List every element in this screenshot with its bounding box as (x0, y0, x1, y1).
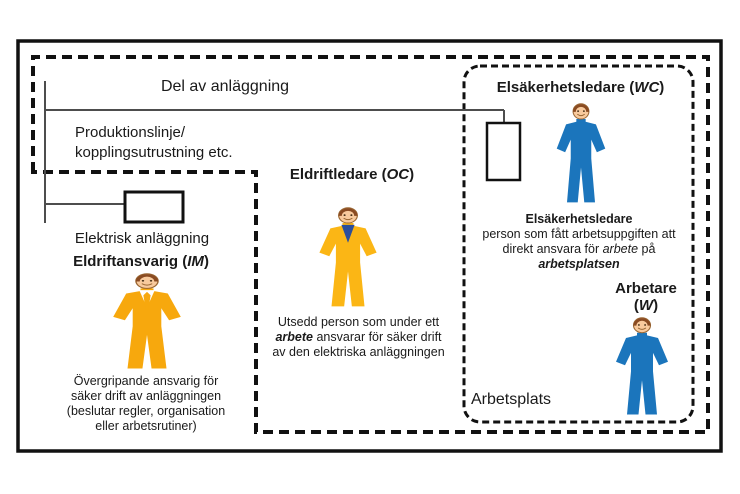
wc-description-line: direkt ansvara för arbete på (502, 242, 656, 256)
wc-role-description: Elsäkerhetsledare person som fått arbets… (467, 212, 691, 272)
oc-description-line: arbete ansvarar för säker drift (275, 330, 442, 344)
produktionslinje-line1: Produktionslinje/ (75, 124, 186, 141)
arbetsplats-label: Arbetsplats (471, 391, 552, 408)
oc-person-figure (315, 206, 381, 310)
del-av-anlaggning-label: Del av anläggning (160, 78, 290, 95)
im-role-title: Eldriftansvarig (IM) (73, 253, 209, 270)
w-role-title-line2: (W) (633, 297, 659, 314)
w-role-title: Arbetare (W) (601, 280, 691, 314)
wc-role-title: Elsäkerhetsledare (WC) (496, 79, 665, 96)
oc-role-title: Eldriftledare (OC) (289, 166, 415, 183)
w-role-title-line1: Arbetare (615, 280, 677, 297)
wc-person-figure (553, 102, 609, 206)
oc-description-line: Utsedd person som under ett (277, 315, 440, 329)
wc-description-line: arbetsplatsen (538, 257, 620, 271)
im-person-figure (108, 272, 186, 372)
produktionslinje-line2: kopplingsutrustning etc. (75, 144, 233, 161)
electrical-installation-box (123, 190, 185, 224)
facility-dashed-boundary (31, 55, 710, 434)
oc-role-description: Utsedd person som under ett arbete ansva… (256, 315, 461, 360)
outer-frame (16, 39, 723, 453)
wc-description-line: Elsäkerhetsledare (525, 212, 633, 226)
elektrisk-anlaggning-label: Elektrisk anläggning (74, 230, 210, 247)
w-person-figure (612, 316, 672, 418)
im-description-line: Övergripande ansvarig för (73, 374, 219, 388)
oc-description-line: av den elektriska anläggningen (272, 345, 445, 359)
im-description-line: eller arbetsrutiner) (95, 419, 197, 433)
im-description-line: (beslutar regler, organisation (66, 404, 226, 418)
wc-description-line: person som fått arbetsuppgiften att (482, 227, 676, 241)
produktionslinje-label: Produktionslinje/ kopplingsutrustning et… (75, 123, 305, 163)
im-role-description: Övergripande ansvarig för säker drift av… (46, 374, 246, 434)
im-description-line: säker drift av anläggningen (70, 389, 222, 403)
disconnector-box (485, 121, 522, 182)
